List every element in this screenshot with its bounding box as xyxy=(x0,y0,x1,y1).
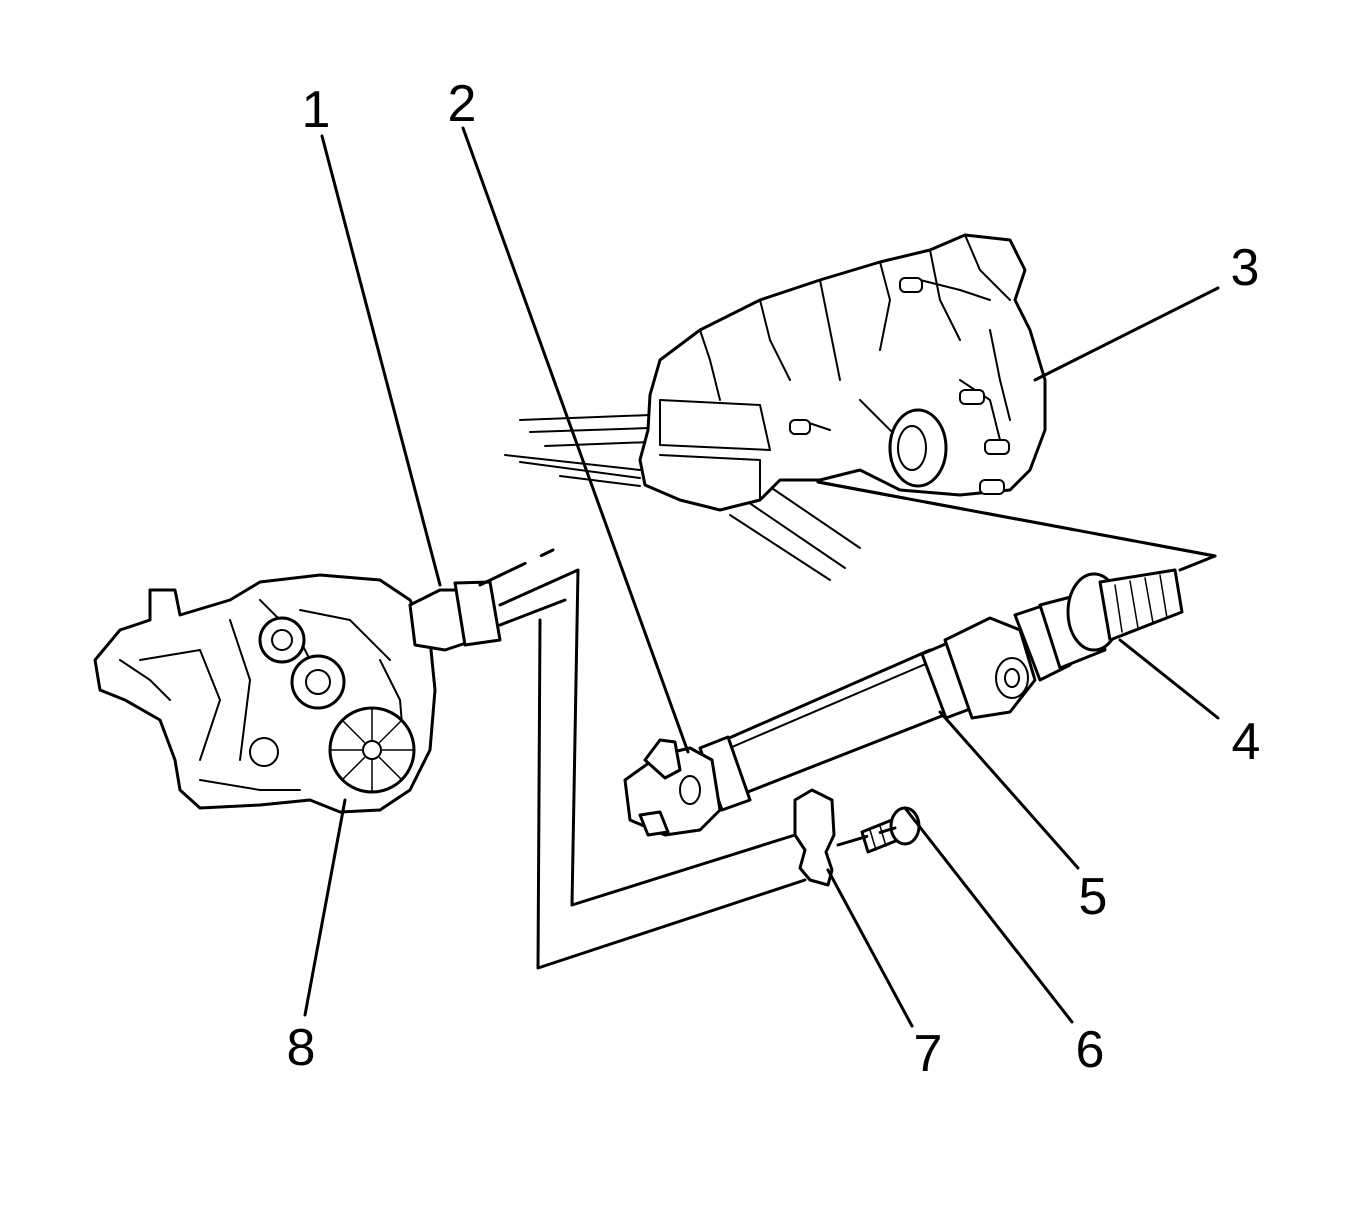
leader-1 xyxy=(320,134,442,587)
leader-4 xyxy=(1118,638,1220,720)
bolt xyxy=(860,806,921,854)
callout-2: 2 xyxy=(447,75,477,133)
callout-6: 6 xyxy=(1075,1021,1105,1079)
retainer-strap xyxy=(793,788,836,887)
assembly-lines xyxy=(478,480,1217,970)
front-drive-axle xyxy=(93,573,502,814)
callout-3: 3 xyxy=(1230,239,1260,297)
callout-1: 1 xyxy=(301,81,331,139)
leader-3 xyxy=(1033,286,1220,382)
leader-6 xyxy=(903,806,1074,1024)
callout-8: 8 xyxy=(286,1019,316,1077)
callout-5: 5 xyxy=(1078,868,1108,926)
callout-7: 7 xyxy=(913,1025,943,1083)
leader-8 xyxy=(303,798,347,1017)
leader-7 xyxy=(826,868,914,1028)
callout-4: 4 xyxy=(1231,713,1261,771)
leader-5 xyxy=(938,710,1080,870)
front-propeller-shaft xyxy=(623,568,1184,837)
transfer-case-assembly xyxy=(504,233,1047,581)
leader-2 xyxy=(461,126,690,754)
leader-lines xyxy=(303,126,1220,1028)
